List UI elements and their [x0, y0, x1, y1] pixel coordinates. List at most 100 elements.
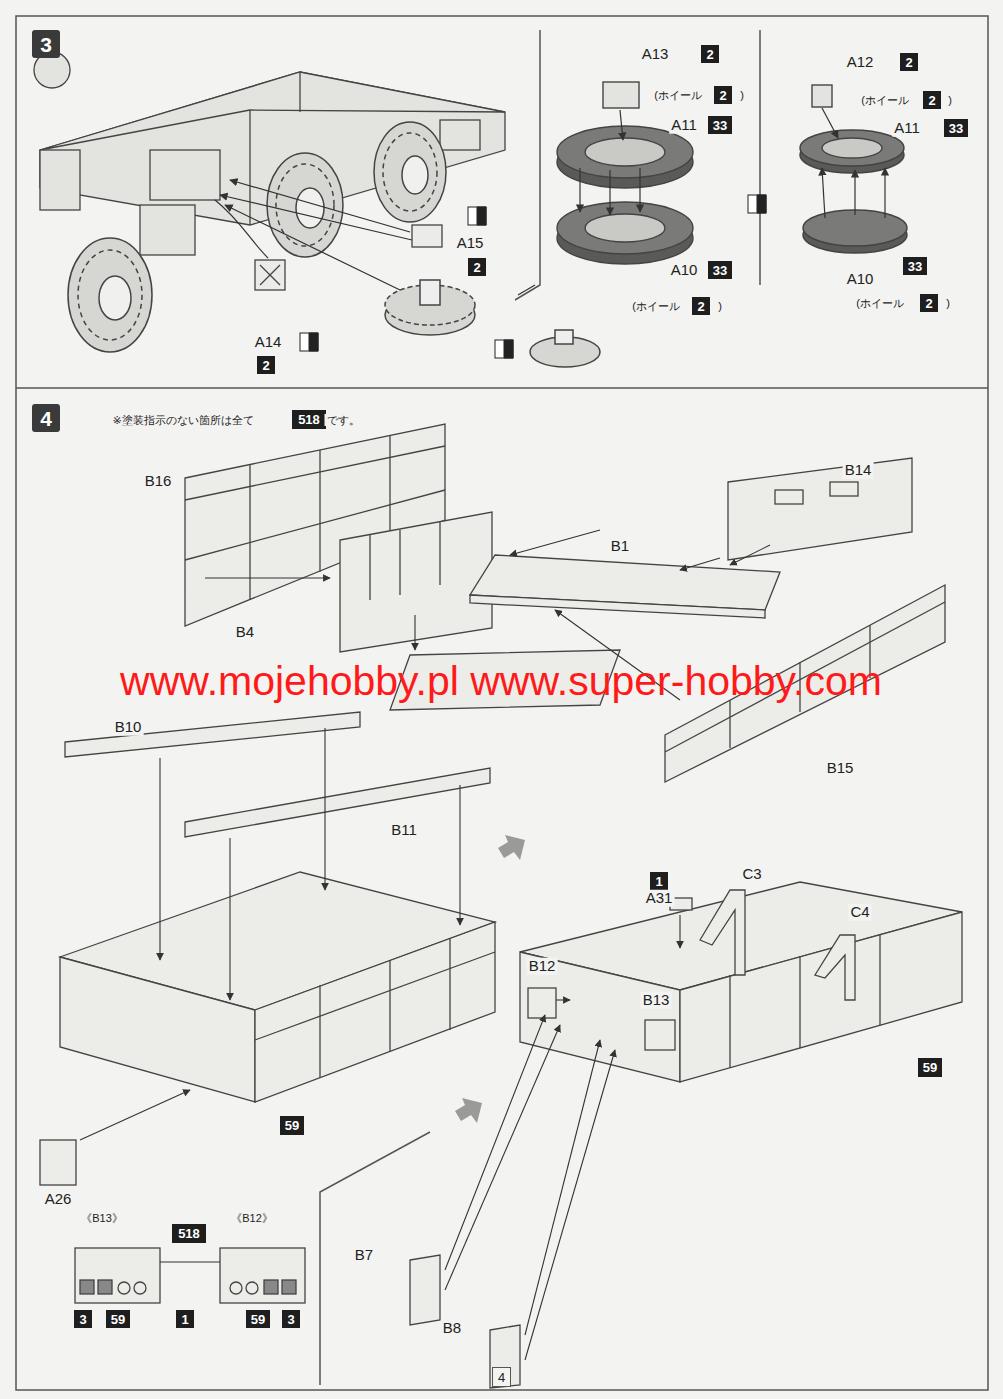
node-text: 2	[473, 261, 480, 274]
node-text: 1	[655, 875, 662, 888]
node-text: 518	[298, 413, 320, 426]
paint-code: 33	[708, 116, 732, 134]
assembly-arrow	[580, 108, 885, 218]
part-label: C4	[848, 904, 871, 921]
node-text: 33	[908, 260, 922, 273]
part-label: )	[944, 297, 952, 309]
node-text: 59	[285, 1119, 299, 1132]
node-text: 33	[713, 119, 727, 132]
paint-code: 2	[257, 356, 275, 374]
step-number: 3	[32, 30, 60, 58]
node-text: 33	[713, 264, 727, 277]
glue-symbol	[300, 195, 766, 358]
part-label: B4	[234, 624, 256, 641]
part-label: B15	[825, 760, 856, 777]
part-label: (ホイール	[630, 300, 682, 312]
part-label: B14	[843, 462, 874, 479]
panel-divider	[16, 387, 988, 389]
node-text: 4	[40, 408, 52, 429]
part-label: A13	[640, 46, 671, 63]
paint-code: 1	[176, 1310, 194, 1328]
paint-code: 3	[282, 1310, 300, 1328]
paint-code: 518	[292, 410, 326, 429]
panel-divider	[515, 30, 540, 300]
paint-code: 3	[74, 1310, 92, 1328]
node-text: 3	[40, 34, 52, 55]
small-part	[255, 225, 442, 290]
node-text: 2	[719, 89, 726, 102]
node-text: 3	[79, 1313, 86, 1326]
part-label: )	[738, 89, 746, 101]
paint-code: 2	[468, 258, 486, 276]
flow-arrow	[455, 835, 525, 1123]
node-text: 2	[925, 297, 932, 310]
paint-code: 59	[246, 1310, 270, 1328]
page-number: 4	[492, 1367, 511, 1387]
part-label: C3	[740, 866, 763, 883]
paint-code: 2	[900, 53, 918, 71]
paint-code: 2	[714, 86, 732, 104]
paint-code: 33	[708, 261, 732, 279]
part-label: 《B13》	[79, 1212, 125, 1224]
panel-divider	[320, 1132, 430, 1385]
part-label: (ホイール	[652, 89, 704, 101]
paint-code: 59	[280, 1116, 304, 1135]
node-text: 59	[923, 1061, 937, 1074]
part-label: A15	[455, 235, 486, 252]
part-label: (ホイール	[854, 297, 906, 309]
part-label: B1	[609, 538, 631, 555]
node-text: 518	[178, 1227, 200, 1240]
node-text: 4	[498, 1371, 505, 1384]
part-label: )	[716, 300, 724, 312]
step-number: 4	[32, 404, 60, 432]
part-label: A12	[845, 54, 876, 71]
page-frame	[16, 16, 988, 1390]
paint-code: 2	[701, 45, 719, 63]
paint-code: 2	[920, 294, 938, 312]
part-label: ※塗装指示のない箇所は全て	[110, 414, 255, 426]
node-text: 2	[706, 48, 713, 61]
part-label: B13	[641, 992, 672, 1009]
node-text: 33	[949, 122, 963, 135]
paint-code: 2	[923, 91, 941, 109]
paint-code: 33	[944, 119, 968, 137]
part-label: A14	[253, 334, 284, 351]
paint-code: 59	[918, 1058, 942, 1077]
part-label: B16	[143, 473, 174, 490]
part-label: です。	[325, 414, 362, 426]
part-label: A10	[845, 271, 876, 288]
tire	[557, 82, 907, 264]
part-label: A31	[644, 890, 675, 907]
watermark: www.mojehobby.pl www.super-hobby.com	[120, 659, 882, 704]
assembly-arrow	[80, 530, 770, 1360]
paint-code: 518	[172, 1224, 206, 1243]
truck-bed-part	[40, 424, 962, 1388]
node-text: 1	[181, 1313, 188, 1326]
part-label: B7	[353, 1247, 375, 1264]
part-label: 《B12》	[229, 1212, 275, 1224]
node-text: 2	[928, 94, 935, 107]
node-text: 2	[905, 56, 912, 69]
node-text: 3	[287, 1313, 294, 1326]
node-text: 2	[697, 300, 704, 313]
wheel	[68, 122, 600, 367]
node-text: 59	[251, 1313, 265, 1326]
part-label: A10	[669, 262, 700, 279]
paint-code: 2	[692, 297, 710, 315]
paint-code: 59	[106, 1310, 130, 1328]
node-text: 2	[262, 359, 269, 372]
part-label: A26	[43, 1191, 74, 1208]
part-label: B11	[389, 822, 419, 839]
part-label: )	[946, 94, 954, 106]
part-label: A11	[892, 120, 922, 137]
part-label: B12	[527, 958, 558, 975]
paint-code: 33	[903, 257, 927, 275]
part-label: B10	[113, 719, 144, 736]
part-label: B8	[441, 1320, 463, 1337]
leader-arrow	[215, 180, 535, 295]
part-label: (ホイール	[859, 94, 911, 106]
part-label: A11	[669, 117, 699, 134]
paint-code: 1	[650, 872, 668, 890]
node-text: 59	[111, 1313, 125, 1326]
panel-divider	[759, 30, 761, 285]
